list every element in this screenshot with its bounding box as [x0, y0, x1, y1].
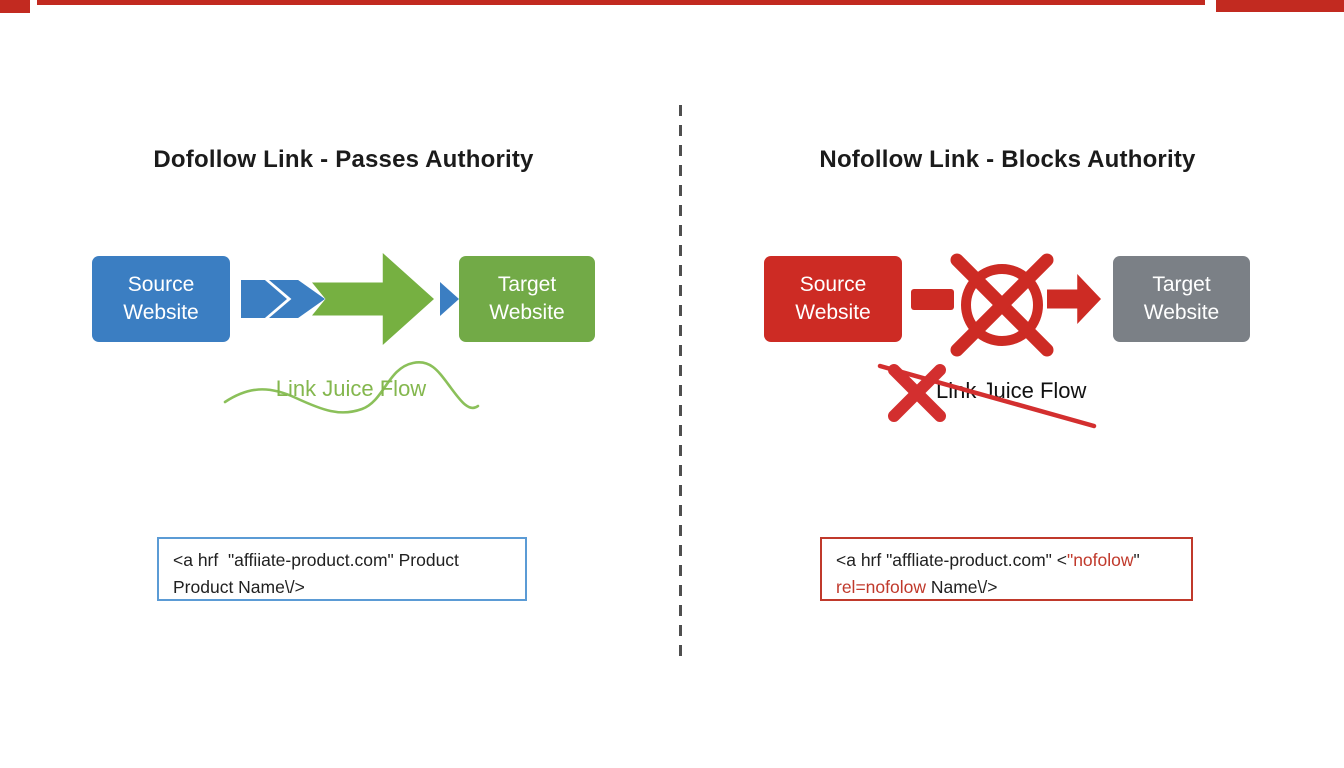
code-line-2: rel=nofolow Name\/> [836, 574, 1177, 601]
nofollow-flow-row: Source Website Target Website [764, 253, 1251, 357]
source-label-line1: Source [127, 273, 195, 297]
top-border-left [0, 0, 30, 13]
x-mark-strikethrough-icon [877, 363, 1097, 429]
code-line-1: <a hrf "affiiate-product.com" Product [173, 550, 459, 570]
blocked-circle-icon [940, 248, 1064, 367]
target-label-line2: Website [1143, 301, 1220, 324]
code-segment-highlight: "nofolow [1066, 550, 1134, 570]
dofollow-title: Dofollow Link - Passes Authority [153, 146, 534, 173]
code-segment-highlight: rel=nofolow [836, 577, 926, 598]
link-juice-flow-right: Link Juice Flow [874, 354, 1109, 434]
target-label-line2: Website [489, 301, 565, 324]
dofollow-code-snippet: <a hrf "affiiate-product.com" Product Pr… [157, 537, 527, 601]
link-juice-flow-left: Link Juice Flow [222, 356, 480, 432]
nofollow-code-snippet: <a hrf "affliate-product.com" <"nofolow"… [820, 537, 1193, 601]
dashed-divider [679, 105, 682, 662]
code-segment: <a hrf "affliate-product.com" < [836, 550, 1067, 570]
nofollow-target-website-box: Target Website [1113, 256, 1250, 342]
target-label-line1: Target [497, 273, 557, 297]
target-label-line1: Target [1152, 273, 1211, 297]
code-line-2: Product Name\/> [173, 577, 305, 598]
dofollow-flow-row: Source Website Target Website [92, 253, 595, 345]
source-label-line1: Source [799, 273, 867, 297]
broken-link-dash-icon [911, 289, 954, 310]
source-label-line2: Website [795, 301, 871, 324]
wave-line-icon [223, 360, 480, 414]
link-juice-flow-label: Link Juice Flow [275, 376, 427, 401]
source-label-line2: Website [123, 301, 199, 324]
code-line-1: <a hrf "affliate-product.com" <"nofolow" [836, 547, 1177, 574]
top-border-middle [37, 0, 1205, 5]
nofollow-title: Nofollow Link - Blocks Authority [819, 146, 1196, 173]
green-flow-arrow-icon [312, 253, 434, 345]
code-segment: Name\/> [926, 577, 998, 598]
dofollow-source-website-box: Source Website [92, 256, 230, 342]
dofollow-target-website-box: Target Website [459, 256, 595, 342]
top-border-right [1216, 0, 1344, 12]
nofollow-source-website-box: Source Website [764, 256, 902, 342]
triangle-arrow-icon [440, 282, 459, 316]
code-segment: " [1133, 550, 1140, 570]
